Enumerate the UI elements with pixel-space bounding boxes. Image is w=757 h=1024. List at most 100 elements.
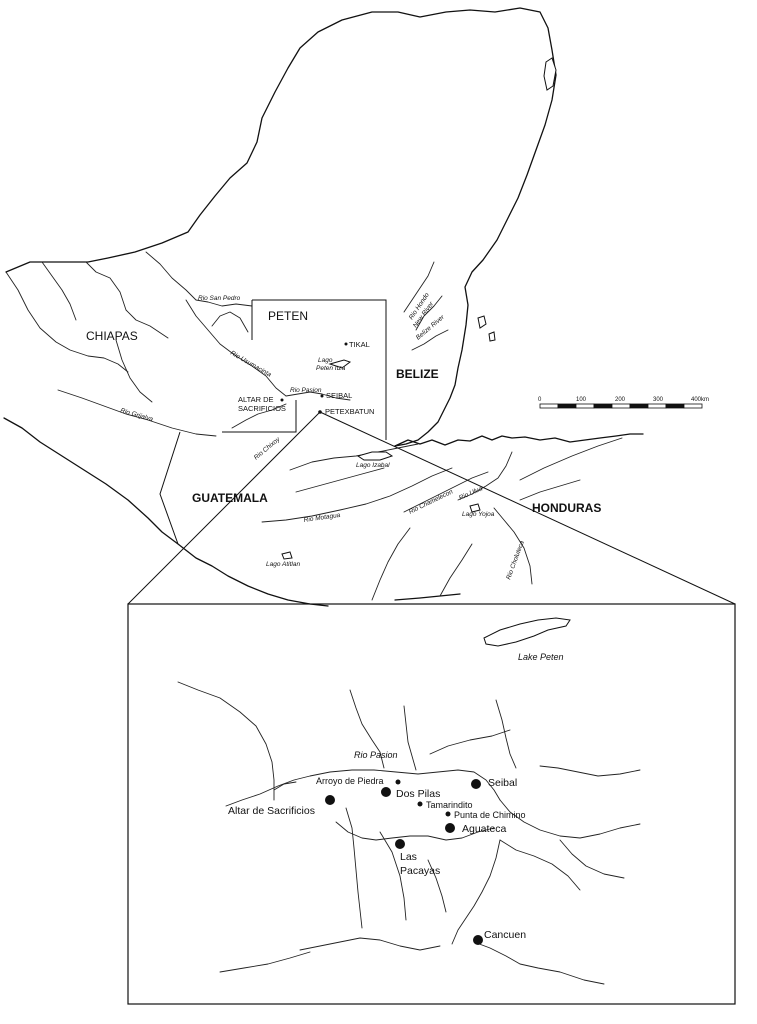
river-motagua [261, 467, 453, 523]
label-rio-ulua: Rio Ulua [458, 485, 484, 502]
scale-seg-9 [683, 403, 703, 409]
scale-seg-5 [611, 403, 631, 409]
scale-tick-300: 300 [653, 397, 664, 403]
inset-label-lake-peten: Lake Peten [518, 652, 564, 662]
label-seibal: SEIBAL [326, 391, 352, 400]
inset-river-west-a [177, 681, 275, 801]
river-ulua [457, 451, 513, 501]
lake-izabal [356, 451, 394, 461]
label-rio-san-pedro: Rio San Pedro [198, 295, 241, 302]
scale-seg-2 [557, 403, 577, 409]
river-belize [411, 329, 449, 351]
label-guatemala: GUATEMALA [192, 491, 268, 505]
guatemala-border-west [222, 400, 297, 433]
dot-tikal [344, 342, 348, 346]
river-chamelecon [403, 471, 489, 513]
lake-peten-itza [328, 359, 352, 369]
label-lago-yojoa: Lago Yojoa [462, 511, 495, 518]
label-chiapas: CHIAPAS [86, 329, 138, 343]
inset-label-punta: Punta de Chimino [454, 810, 526, 820]
inset-river-northeast [539, 765, 641, 777]
scale-seg-1 [539, 403, 559, 409]
inset-river-south [473, 941, 605, 985]
inset-river-southwest-b [219, 951, 311, 973]
honduras-coastline [394, 433, 644, 447]
inset-label-rio-pasion: Rio Pasion [354, 750, 398, 760]
river-san-pedro [145, 251, 253, 307]
island-cay-2 [488, 331, 496, 342]
connector-left [127, 411, 321, 605]
inset-dot-cancuen [473, 935, 483, 945]
label-altar-1: ALTAR DE [238, 395, 274, 404]
inset-river-inner-b [427, 859, 447, 913]
scale-seg-3 [575, 403, 595, 409]
yucatan-coastline [5, 7, 557, 447]
dot-altar [280, 398, 284, 402]
inset-river-east-b [499, 839, 581, 891]
inset-river-southeast [451, 839, 501, 945]
river-usumacinta [185, 299, 287, 397]
river-west-3 [85, 261, 169, 339]
scale-tick-100: 100 [576, 397, 587, 403]
inset-river-west-b [273, 781, 297, 791]
label-honduras: HONDURAS [532, 501, 601, 515]
inset-label-arroyo: Arroyo de Piedra [316, 776, 384, 786]
lake-atitlan [281, 551, 293, 560]
inset-lake-peten [483, 617, 571, 647]
label-rio-chixoy: Rio Chixoy [253, 435, 282, 461]
inset-river-inner-a [335, 821, 495, 841]
lake-yojoa [469, 503, 481, 513]
label-lago-izabal: Lago Izabal [356, 462, 390, 469]
inset-label-cancuen: Cancuen [484, 929, 526, 941]
inset-dot-arroyo [395, 779, 401, 785]
label-peten: PETEN [268, 309, 308, 323]
inset-river-pasion [225, 769, 501, 807]
river-grijalva [57, 389, 217, 437]
overview-map: PETEN CHIAPAS BELIZE GUATEMALA HONDURAS … [3, 7, 709, 607]
scale-bar: 0 100 200 300 400km [538, 397, 709, 409]
scale-seg-8 [665, 403, 685, 409]
inset-label-tamarindito: Tamarindito [426, 800, 473, 810]
label-belize: BELIZE [396, 367, 439, 381]
scale-tick-0: 0 [538, 397, 542, 403]
inset-dot-altar [325, 795, 335, 805]
label-lago-2: Peten Itza [316, 365, 346, 372]
inset-dot-aguateca [445, 823, 455, 833]
label-lago-1: Lago [318, 357, 333, 364]
inset-river-north-b [403, 705, 417, 771]
scale-seg-6 [629, 403, 649, 409]
river-south-b [439, 543, 473, 597]
inset-label-seibal: Seibal [488, 777, 517, 789]
river-pasion [285, 391, 351, 401]
river-new [415, 295, 443, 331]
inset-dot-dos-pilas [381, 787, 391, 797]
scale-seg-7 [647, 403, 667, 409]
inset-river-central-b [379, 831, 407, 921]
inset-map: Lake Peten Rio Pasion Arroyo [127, 603, 736, 1005]
label-rio-choluteca: Rio Choluteca [505, 540, 526, 581]
inset-dot-las-pacayas [395, 839, 405, 849]
label-rio-pasion: Rio Pasion [290, 387, 322, 394]
river-west-1 [5, 271, 129, 373]
river-polochic [295, 467, 385, 493]
inset-river-north-d [429, 729, 511, 755]
scale-tick-400: 400km [691, 397, 709, 403]
inset-frame [127, 603, 736, 1005]
guatemala-border-south [159, 431, 181, 545]
inset-dot-tamarindito [417, 801, 423, 807]
river-motagua-b [289, 443, 419, 471]
river-honduras-east [519, 437, 623, 481]
connector-right [319, 411, 736, 605]
inset-dot-punta [445, 811, 451, 817]
label-altar-2: SACRIFICIOS [238, 404, 286, 413]
river-branch-a [211, 311, 249, 333]
inset-river-east-a [499, 799, 641, 839]
peten-box [252, 299, 387, 440]
label-petexbatun: PETEXBATUN [325, 407, 374, 416]
label-rio-usumacinta: Rio Usumacinta [229, 350, 273, 379]
inset-label-altar: Altar de Sacrificios [228, 805, 315, 817]
river-chixoy [231, 403, 287, 429]
pacific-coast-east [394, 593, 461, 601]
island-cay-1 [477, 315, 487, 329]
